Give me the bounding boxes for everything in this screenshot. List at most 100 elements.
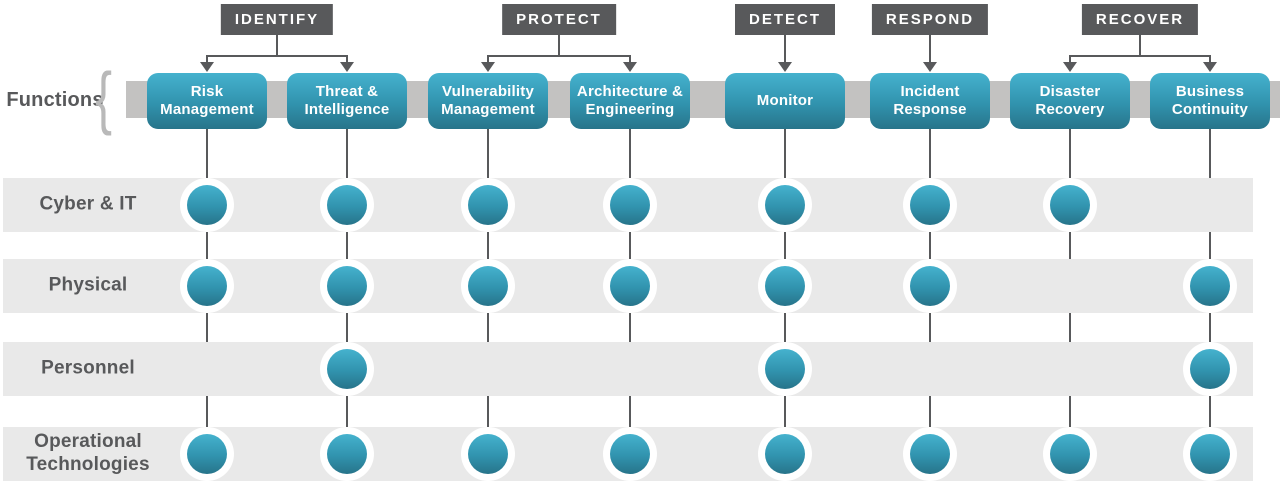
column-connector-line — [1069, 129, 1071, 178]
column-connector-line — [206, 396, 208, 427]
matrix-dot — [187, 185, 227, 225]
column-connector-line — [929, 396, 931, 427]
matrix-dot-ring — [320, 178, 374, 232]
column-connector-line — [1209, 129, 1211, 178]
matrix-dot-ring — [758, 342, 812, 396]
column-connector-line — [487, 313, 489, 342]
column-connector-line — [784, 313, 786, 342]
function-box-incident-response: Incident Response — [870, 73, 990, 129]
phase-connector-drop — [1209, 55, 1211, 64]
row-label-operational-technologies: Operational Technologies — [26, 431, 150, 475]
column-connector-line — [1209, 232, 1211, 259]
matrix-dot-ring — [320, 427, 374, 481]
matrix-dot — [327, 349, 367, 389]
row-label-cyber-it: Cyber & IT — [39, 193, 137, 215]
matrix-dot — [610, 434, 650, 474]
column-connector-line — [1209, 313, 1211, 342]
matrix-dot-ring — [1183, 259, 1237, 313]
function-box-architecture-engineering: Architecture & Engineering — [570, 73, 690, 129]
arrow-down-icon — [1063, 62, 1077, 72]
column-connector-line — [784, 232, 786, 259]
matrix-dot-ring — [603, 427, 657, 481]
phase-connector-stem — [929, 34, 931, 64]
column-connector-line — [629, 129, 631, 178]
matrix-dot — [327, 185, 367, 225]
column-connector-line — [487, 129, 489, 178]
function-box-label: Disaster Recovery — [1035, 83, 1105, 118]
matrix-dot-ring — [603, 178, 657, 232]
column-connector-line — [784, 396, 786, 427]
column-connector-line — [487, 396, 489, 427]
row-band-personnel — [3, 342, 1253, 396]
column-connector-line — [346, 396, 348, 427]
matrix-dot-ring — [603, 259, 657, 313]
matrix-dot — [610, 185, 650, 225]
function-box-label: Threat & Intelligence — [304, 83, 390, 118]
matrix-dot-ring — [180, 178, 234, 232]
phase-connector-stem — [1139, 34, 1141, 57]
arrow-down-icon — [923, 62, 937, 72]
matrix-dot — [1050, 185, 1090, 225]
matrix-dot — [468, 434, 508, 474]
function-box-risk-management: Risk Management — [147, 73, 267, 129]
matrix-dot — [468, 185, 508, 225]
phase-header-identify: IDENTIFY — [220, 4, 334, 35]
matrix-dot — [1190, 434, 1230, 474]
column-connector-line — [629, 232, 631, 259]
phase-header-recover: RECOVER — [1081, 4, 1199, 35]
matrix-dot-ring — [758, 259, 812, 313]
column-connector-line — [929, 232, 931, 259]
matrix-dot — [765, 185, 805, 225]
phase-connector-drop — [487, 55, 489, 64]
matrix-dot — [910, 185, 950, 225]
matrix-dot — [610, 266, 650, 306]
matrix-dot-ring — [903, 427, 957, 481]
curly-brace: { — [95, 58, 113, 136]
phase-header-respond: RESPOND — [871, 4, 989, 35]
matrix-dot — [1190, 266, 1230, 306]
matrix-dot — [765, 434, 805, 474]
function-box-label: Business Continuity — [1171, 83, 1249, 118]
function-box-label: Incident Response — [893, 83, 967, 118]
matrix-dot — [910, 266, 950, 306]
function-box-disaster-recovery: Disaster Recovery — [1010, 73, 1130, 129]
column-connector-line — [487, 232, 489, 259]
matrix-dot — [1190, 349, 1230, 389]
column-connector-line — [1069, 232, 1071, 259]
matrix-dot — [765, 349, 805, 389]
arrow-down-icon — [340, 62, 354, 72]
function-box-vulnerability-management: Vulnerability Management — [428, 73, 548, 129]
arrow-down-icon — [200, 62, 214, 72]
arrow-down-icon — [623, 62, 637, 72]
function-box-label: Monitor — [756, 92, 814, 109]
column-connector-line — [1069, 313, 1071, 342]
matrix-dot-ring — [180, 427, 234, 481]
function-box-label: Architecture & Engineering — [576, 83, 684, 118]
matrix-dot-ring — [758, 427, 812, 481]
function-box-monitor: Monitor — [725, 73, 845, 129]
column-connector-line — [346, 129, 348, 178]
phase-connector-drop — [1069, 55, 1071, 64]
matrix-dot-ring — [461, 427, 515, 481]
column-connector-line — [206, 232, 208, 259]
matrix-dot-ring — [1043, 178, 1097, 232]
column-connector-line — [346, 313, 348, 342]
matrix-dot-ring — [1183, 427, 1237, 481]
row-label-physical: Physical — [48, 274, 128, 296]
column-connector-line — [1069, 396, 1071, 427]
column-connector-line — [346, 232, 348, 259]
row-label-personnel: Personnel — [41, 357, 135, 379]
column-connector-line — [206, 129, 208, 178]
matrix-dot-ring — [320, 342, 374, 396]
matrix-dot — [1050, 434, 1090, 474]
matrix-dot — [187, 434, 227, 474]
matrix-dot-ring — [320, 259, 374, 313]
function-box-business-continuity: Business Continuity — [1150, 73, 1270, 129]
phase-connector-drop — [206, 55, 208, 64]
phase-connector-drop — [346, 55, 348, 64]
matrix-dot-ring — [1183, 342, 1237, 396]
matrix-dot-ring — [758, 178, 812, 232]
matrix-dot-ring — [461, 178, 515, 232]
phase-connector-stem — [276, 34, 278, 57]
